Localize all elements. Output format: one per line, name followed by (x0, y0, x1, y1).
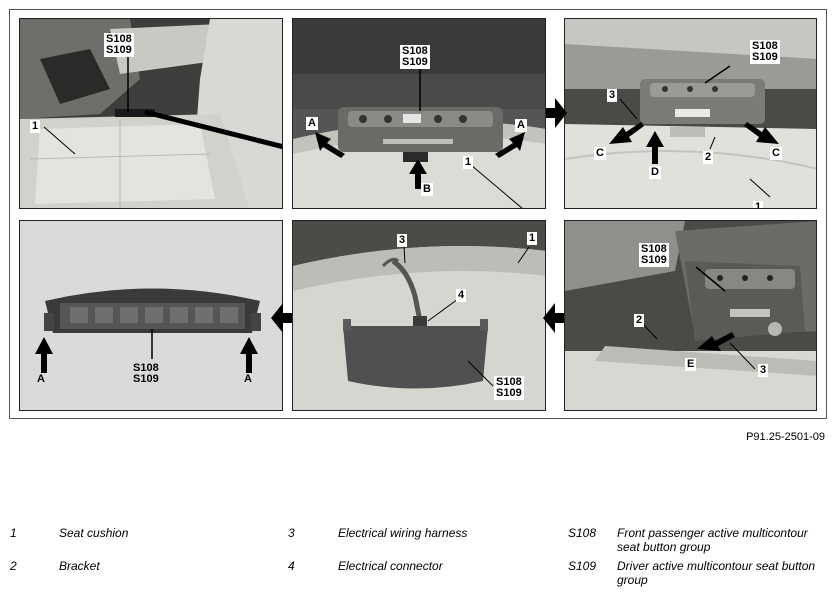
panel-3-illustration (565, 19, 816, 208)
panel-3-label-1: 1 (753, 201, 764, 208)
legend-key: 1 (10, 526, 17, 540)
panel-4-label-a-left: A (37, 373, 45, 385)
legend-key: 4 (288, 559, 295, 573)
panel-1-label-1: 1 (30, 120, 41, 133)
panel-4-illustration (20, 221, 282, 410)
panel-6-label-s108: S108 (641, 243, 667, 255)
panel-3-photo: S108 S109 3 C D 2 C 1 (564, 18, 817, 209)
panel-2-label-s108-s109: S108 S109 (400, 45, 430, 69)
panel-6-label-s109: S109 (641, 254, 667, 266)
legend-text: Driver active multicontour seat button g… (617, 559, 816, 587)
legend-text: Electrical wiring harness (338, 526, 468, 540)
panel-5-label-1: 1 (527, 232, 538, 245)
legend-text: Front passenger active multicontour seat… (617, 526, 808, 554)
panel-2-label-b: B (421, 183, 433, 196)
panel-2-label-s109: S109 (402, 56, 428, 68)
panel-5-label-s108-s109: S108 S109 (494, 376, 524, 400)
panel-2-label-a-left: A (306, 117, 318, 130)
panel-1-photo: S108 S109 1 (19, 18, 283, 209)
panel-4-label-s108: S108 (133, 362, 159, 374)
panel-6-label-s108-s109: S108 S109 (639, 243, 669, 267)
arrow-left-icon (543, 303, 564, 333)
procedure-figure: S108 S109 1 S108 S109 (9, 9, 827, 419)
panel-5-photo: 3 1 4 S108 S109 (292, 220, 546, 411)
panel-3-label-2: 2 (703, 151, 714, 164)
figure-reference: P91.25-2501-09 (746, 431, 825, 443)
panel-5-label-s109: S109 (496, 387, 522, 399)
panel-3-label-s109: S109 (752, 51, 778, 63)
panel-3-label-s108-s109: S108 S109 (750, 40, 780, 64)
panel-6-illustration (565, 221, 816, 410)
panel-6-label-2: 2 (634, 314, 645, 327)
legend-text: Bracket (59, 559, 100, 573)
panel-2-label-a-right: A (515, 119, 527, 132)
panel-2-label-s108: S108 (402, 45, 428, 57)
panel-2-label-1: 1 (463, 156, 474, 169)
legend-key: 2 (10, 559, 17, 573)
panel-1-label-s108-s109: S108 S109 (104, 33, 134, 57)
legend-text: Electrical connector (338, 559, 443, 573)
panel-5-label-4: 4 (456, 289, 467, 302)
panel-3-label-c-left: C (594, 147, 606, 160)
panel-3-label-s108: S108 (752, 40, 778, 52)
panel-4-photo: A A S108 S109 (19, 220, 283, 411)
panel-3-label-c-right: C (770, 147, 782, 160)
panel-6-photo: S108 S109 2 E 3 (564, 220, 817, 411)
legend-key: S108 (568, 526, 597, 540)
panel-1-illustration (20, 19, 282, 208)
panel-1-label-s108: S108 (106, 33, 132, 45)
panel-4-label-s108-s109: S108 S109 (131, 362, 161, 386)
panel-6-label-3: 3 (758, 364, 769, 377)
panel-3-label-3: 3 (607, 89, 618, 102)
legend-key: S109 (568, 559, 597, 573)
panel-3-label-d: D (649, 166, 661, 179)
panel-6-label-e: E (685, 358, 697, 371)
panel-2-photo: S108 S109 A A B 1 (292, 18, 546, 209)
panel-5-label-3: 3 (397, 234, 408, 247)
panel-4-label-s109: S109 (133, 373, 159, 385)
panel-5-label-s108: S108 (496, 376, 522, 388)
legend-key: 3 (288, 526, 295, 540)
panel-4-label-a-right: A (244, 373, 252, 385)
panel-1-label-s109: S109 (106, 44, 132, 56)
legend-text: Seat cushion (59, 526, 129, 540)
